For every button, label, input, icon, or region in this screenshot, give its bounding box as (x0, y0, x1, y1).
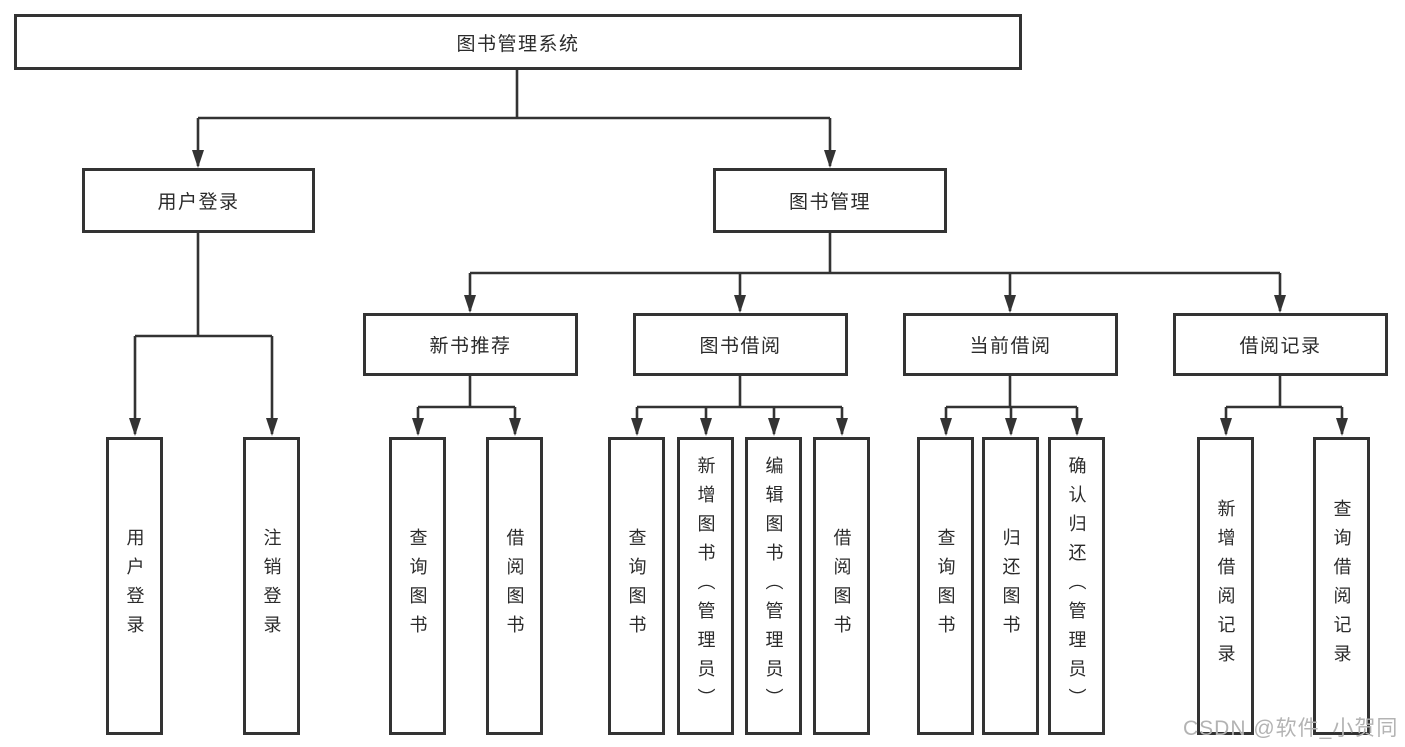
leaf-add-books-admin: 新增图书（管理员） (677, 437, 734, 735)
leaf-logout: 注销登录 (243, 437, 300, 735)
leaf-query-books-borrowing: 查询图书 (608, 437, 665, 735)
node-label: 借阅记录 (1239, 336, 1322, 357)
node-label: 用户登录 (157, 192, 240, 213)
node-new-book-recommendation: 新书推荐 (363, 313, 578, 376)
node-user-login: 用户登录 (82, 168, 315, 233)
node-borrowing-records: 借阅记录 (1173, 313, 1388, 376)
node-label: 图书借阅 (699, 336, 782, 357)
node-label: 查询图书 (626, 528, 647, 644)
node-label: 查询图书 (407, 528, 428, 644)
leaf-return-books: 归还图书 (982, 437, 1039, 735)
leaf-user-login: 用户登录 (106, 437, 163, 735)
node-label: 用户登录 (124, 528, 145, 644)
leaf-query-books-current: 查询图书 (917, 437, 974, 735)
node-book-management: 图书管理 (713, 168, 947, 233)
node-label: 确认归还（管理员） (1066, 455, 1087, 717)
leaf-query-borrow-record: 查询借阅记录 (1313, 437, 1370, 735)
node-current-borrowing: 当前借阅 (903, 313, 1118, 376)
node-label: 借阅图书 (831, 528, 852, 644)
node-label: 注销登录 (261, 528, 282, 644)
node-book-borrowing: 图书借阅 (633, 313, 848, 376)
node-root: 图书管理系统 (14, 14, 1022, 70)
node-label: 图书管理系统 (456, 33, 580, 55)
node-label: 借阅图书 (504, 528, 525, 644)
node-label: 新增图书（管理员） (695, 455, 716, 717)
watermark: CSDN @软件_小贺同学 (1183, 717, 1399, 740)
leaf-edit-books-admin: 编辑图书（管理员） (745, 437, 802, 735)
node-label: 查询借阅记录 (1331, 499, 1352, 673)
leaf-confirm-return-admin: 确认归还（管理员） (1048, 437, 1105, 735)
leaf-add-borrow-record: 新增借阅记录 (1197, 437, 1254, 735)
node-label: 新增借阅记录 (1215, 499, 1236, 673)
node-label: 新书推荐 (429, 336, 512, 357)
node-label: 编辑图书（管理员） (763, 455, 784, 717)
node-label: 当前借阅 (969, 336, 1052, 357)
leaf-borrow-books-recommend: 借阅图书 (486, 437, 543, 735)
leaf-query-books-recommend: 查询图书 (389, 437, 446, 735)
node-label: 查询图书 (935, 528, 956, 644)
node-label: 图书管理 (788, 192, 871, 213)
node-label: 归还图书 (1000, 528, 1021, 644)
leaf-borrow-books-borrowing: 借阅图书 (813, 437, 870, 735)
